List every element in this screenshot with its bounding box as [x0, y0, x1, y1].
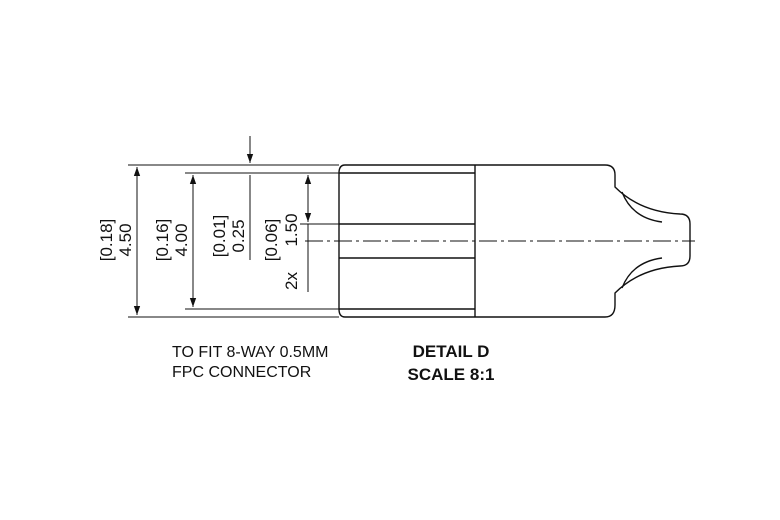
dimension-texts: [0.18] 4.50 [0.16] 4.00 [0.01] 0.25 [0.0… — [97, 213, 301, 290]
dim-inch-0-01: [0.01] — [210, 215, 229, 258]
extension-lines — [128, 164, 339, 318]
detail-title: DETAIL D — [413, 342, 490, 361]
detail-scale: SCALE 8:1 — [408, 365, 495, 384]
dim-multiplier: 2x — [282, 272, 301, 290]
dim-mm-1-50: 1.50 — [282, 213, 301, 246]
part-outline — [305, 164, 695, 318]
dim-mm-0-25: 0.25 — [229, 219, 248, 252]
dim-inch-0-18: [0.18] — [97, 219, 116, 262]
dim-mm-4-00: 4.00 — [172, 223, 191, 256]
dim-mm-4-50: 4.50 — [116, 223, 135, 256]
dimension-lines — [133, 136, 312, 315]
dim-inch-0-06: [0.06] — [262, 219, 281, 262]
note-line-1: TO FIT 8-WAY 0.5MM — [172, 344, 328, 361]
notch-curve-upper — [621, 191, 663, 223]
note-line-2: FPC CONNECTOR — [172, 364, 311, 381]
notch-curve-lower — [621, 257, 663, 289]
dim-inch-0-16: [0.16] — [153, 219, 172, 262]
